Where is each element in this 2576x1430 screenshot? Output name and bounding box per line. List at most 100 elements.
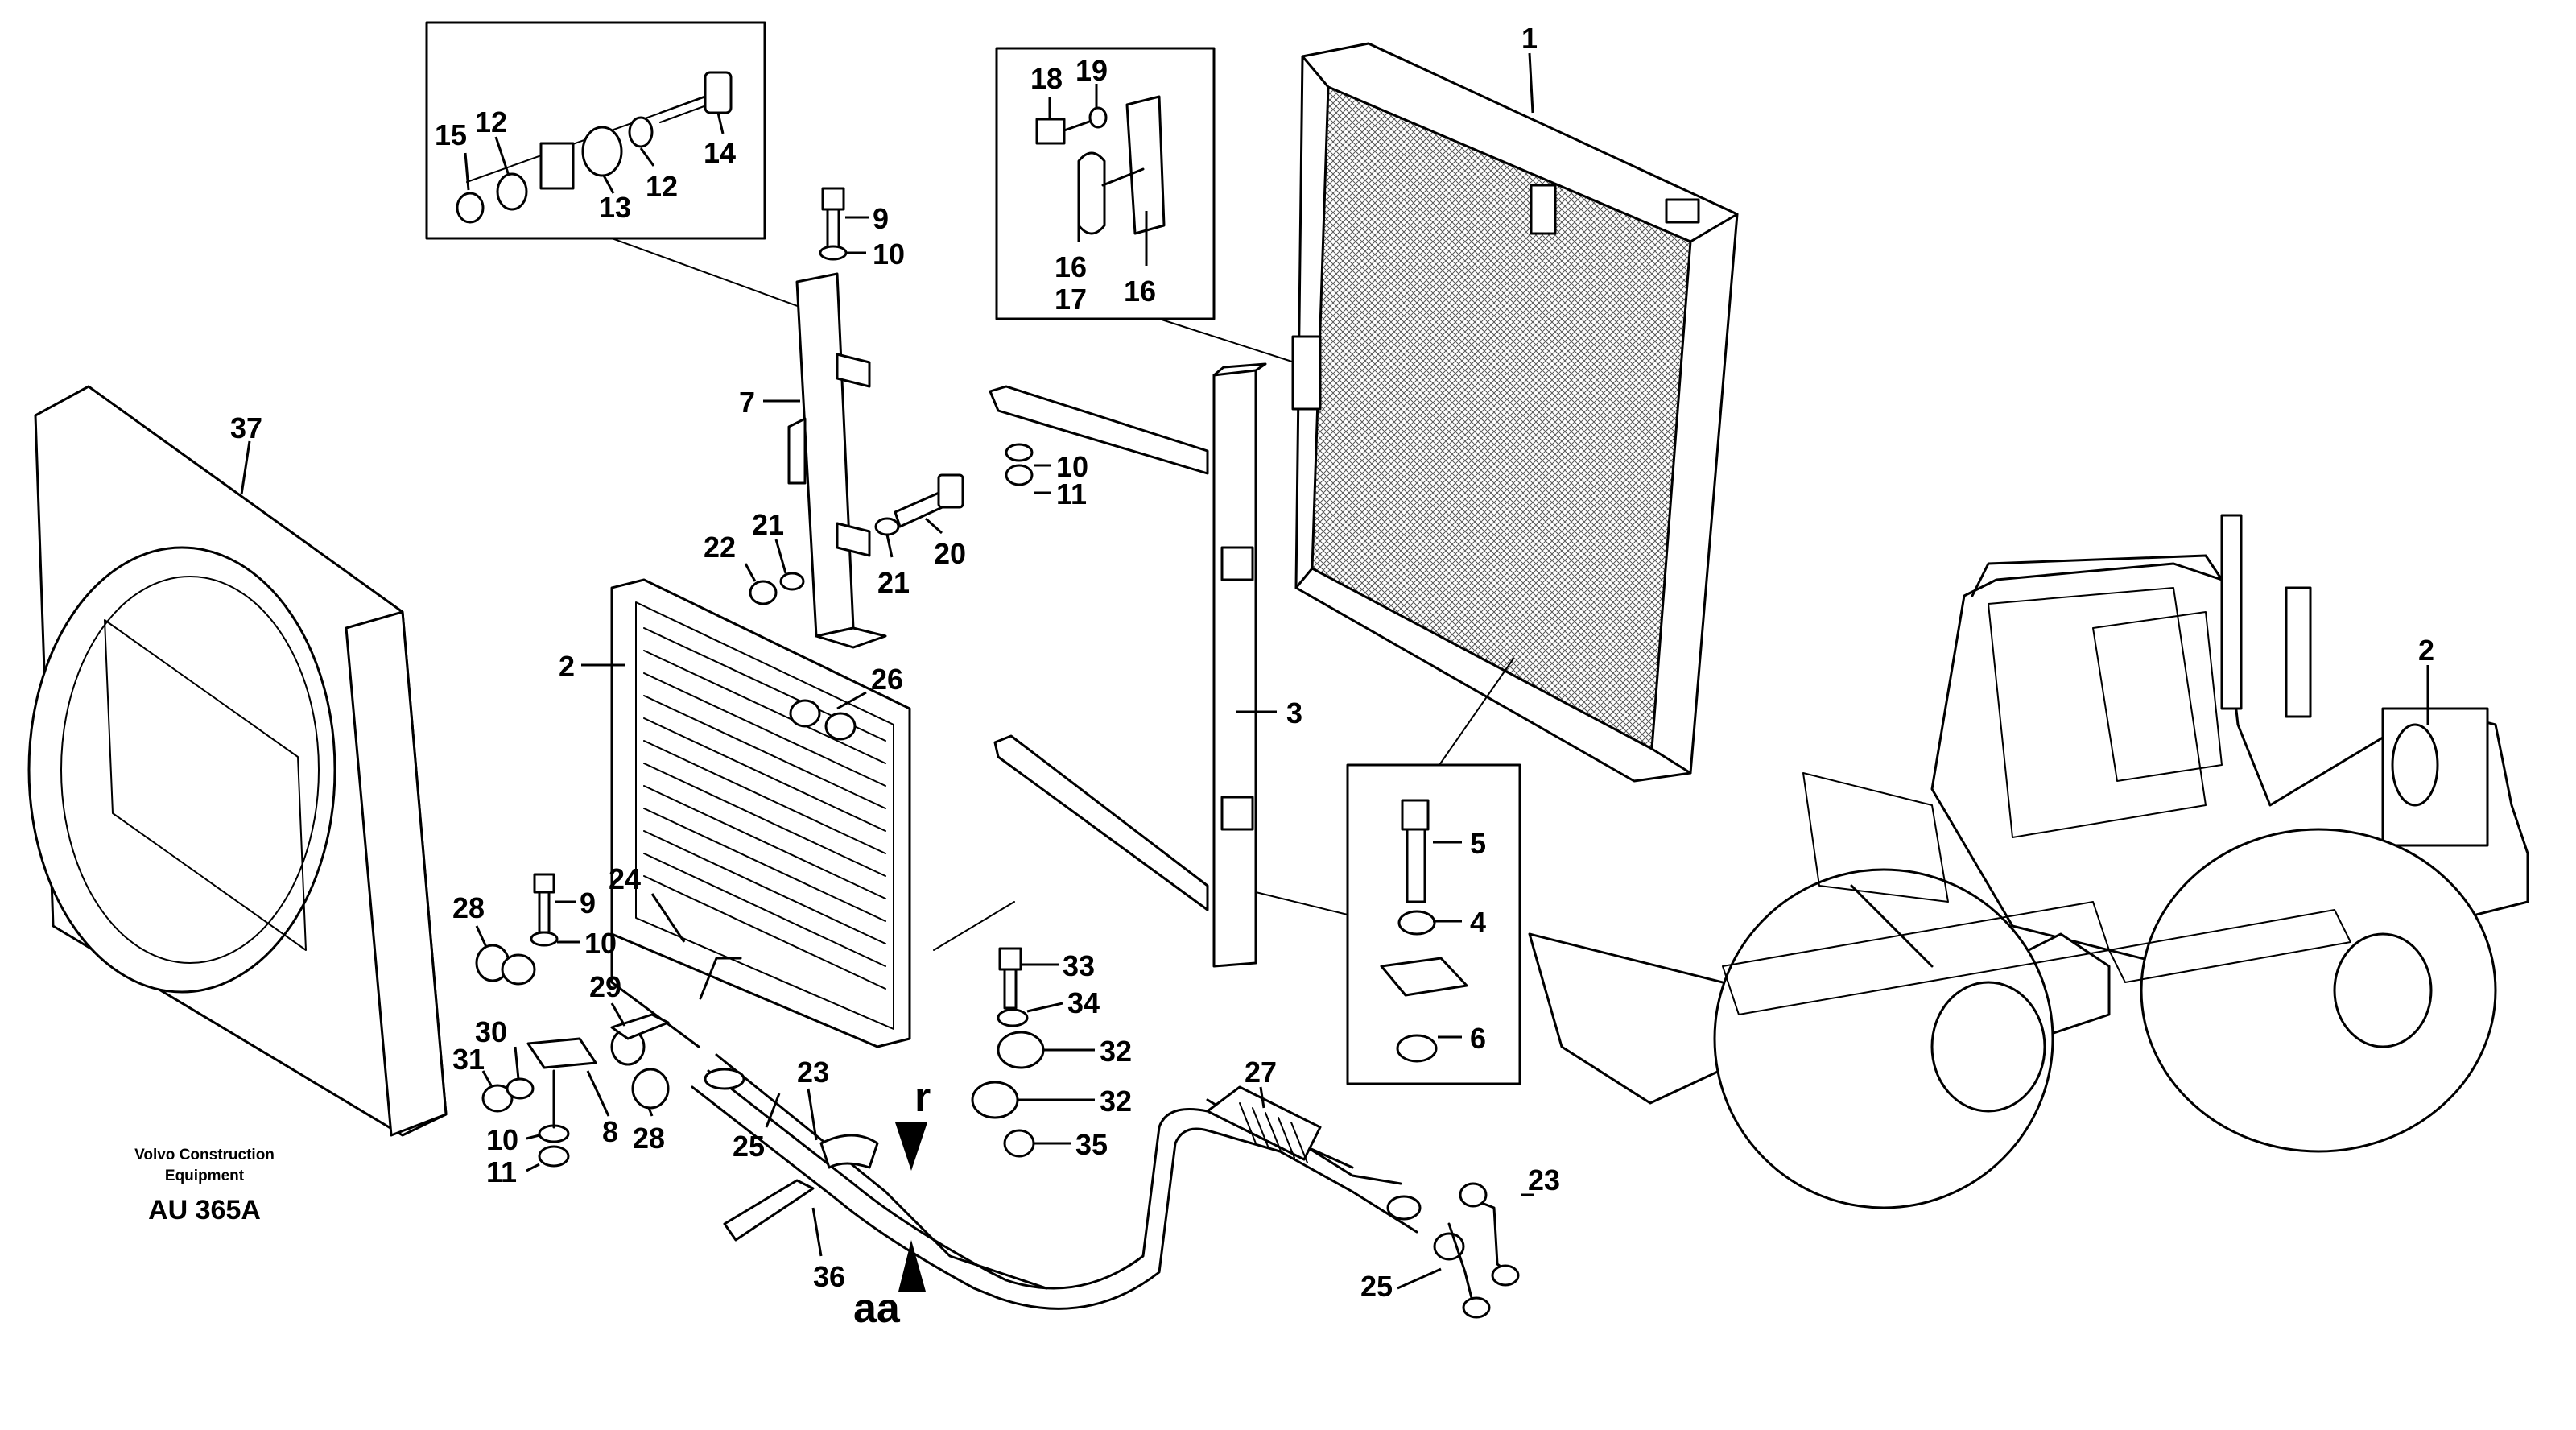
bolt-stack-33 [971,947,1045,1158]
callout-28-top: 28 [452,891,488,948]
callout-5: 5 [1433,827,1486,860]
svg-text:aa: aa [853,1285,901,1332]
svg-text:33: 33 [1063,949,1095,982]
svg-text:18: 18 [1030,62,1063,95]
svg-text:24: 24 [609,862,641,895]
callout-2-cooler: 2 [559,650,625,683]
svg-text:23: 23 [797,1056,829,1089]
callout-9-bottom: 9 [555,887,596,920]
svg-text:20: 20 [934,537,966,570]
callout-34: 34 [1026,986,1100,1019]
svg-text:Volvo Construction: Volvo Construction [134,1147,275,1163]
svg-text:25: 25 [1360,1270,1393,1303]
inset-bracket-assembly [995,47,1216,320]
fan-shroud [27,385,448,1137]
callout-17: 17 [1055,283,1087,316]
wheel-loader-illustration [1528,514,2529,1209]
svg-text:16: 16 [1055,250,1087,283]
hose-lines [691,1053,1520,1319]
svg-text:10: 10 [873,238,905,271]
svg-text:21: 21 [752,508,784,541]
svg-text:Equipment: Equipment [165,1168,245,1184]
svg-text:14: 14 [704,136,736,169]
svg-text:19: 19 [1075,54,1108,87]
callout-19: 19 [1075,54,1108,108]
bolt-20 [749,473,964,605]
svg-text:6: 6 [1470,1022,1486,1055]
callout-30: 30 [475,1015,520,1080]
callout-21-right: 21 [877,534,910,599]
callout-23-left: 23 [797,1056,829,1141]
callout-22: 22 [704,531,757,582]
hose-27-sleeve [1239,1102,1308,1163]
callout-37: 37 [230,411,262,495]
svg-text:28: 28 [633,1122,665,1155]
svg-text:8: 8 [602,1115,618,1148]
svg-text:9: 9 [580,887,596,920]
bolt-9-top [819,187,848,261]
svg-text:21: 21 [877,566,910,599]
svg-text:3: 3 [1286,696,1302,729]
svg-text:2: 2 [559,650,575,683]
callout-25-right: 25 [1360,1267,1442,1303]
callout-25-left: 25 [733,1093,781,1163]
callout-1: 1 [1521,22,1538,114]
callout-4: 4 [1433,906,1486,939]
nut-11 [1005,464,1034,486]
callout-16-right: 16 [1124,211,1156,308]
callout-16-left: 16 [1055,211,1087,283]
callout-12-right: 12 [639,147,678,203]
grille-panel [1291,42,1739,783]
svg-text:9: 9 [873,202,889,235]
svg-text:32: 32 [1100,1085,1132,1118]
callout-8: 8 [586,1070,618,1148]
svg-text:37: 37 [230,411,262,444]
svg-text:23: 23 [1528,1163,1560,1196]
bracket-7 [787,272,887,649]
callout-32-bottom: 32 [1018,1085,1132,1118]
callout-28-bottom: 28 [633,1107,665,1155]
callout-11-bottom: 11 [486,1155,540,1188]
footer-credit: Volvo Construction Equipment AU 365A [134,1147,275,1225]
svg-text:2: 2 [2418,634,2434,667]
svg-text:13: 13 [599,191,631,224]
callout-36: 36 [811,1207,845,1293]
callout-26: 26 [836,663,903,710]
svg-text:15: 15 [435,118,467,151]
svg-text:27: 27 [1245,1056,1277,1089]
section-marker-aa: aa [853,1240,926,1332]
cooler-fins [643,627,886,990]
svg-text:10: 10 [1056,450,1088,483]
svg-text:22: 22 [704,531,736,564]
svg-text:AU 365A: AU 365A [148,1195,261,1225]
svg-text:11: 11 [486,1155,517,1188]
callout-23-right: 23 [1521,1163,1560,1196]
callout-10-clamp: 10 [557,927,617,960]
washer-10 [1005,443,1034,462]
svg-text:16: 16 [1124,275,1156,308]
svg-text:12: 12 [646,170,678,203]
callout-3: 3 [1236,696,1302,729]
svg-text:25: 25 [733,1130,765,1163]
callout-10-bottom: 10 [486,1123,540,1156]
section-marker-r: r [895,1074,931,1171]
callout-13: 13 [599,175,631,224]
callout-24: 24 [609,862,686,943]
callout-21-left: 21 [752,508,787,574]
callout-11-mid: 11 [1034,477,1087,510]
callout-2-vehicle: 2 [2418,634,2434,725]
svg-text:36: 36 [813,1260,845,1293]
inset-bolt-assembly [425,21,766,240]
svg-text:30: 30 [475,1015,507,1048]
svg-text:10: 10 [584,927,617,960]
callout-12-left: 12 [475,105,510,176]
callout-27: 27 [1245,1056,1277,1109]
callout-32-top: 32 [1043,1035,1132,1068]
callout-31: 31 [452,1043,493,1086]
svg-text:5: 5 [1470,827,1486,860]
callout-9-top: 9 [845,202,889,235]
clamp-assembly [475,873,670,1168]
callout-14: 14 [704,112,736,169]
svg-text:31: 31 [452,1043,485,1076]
